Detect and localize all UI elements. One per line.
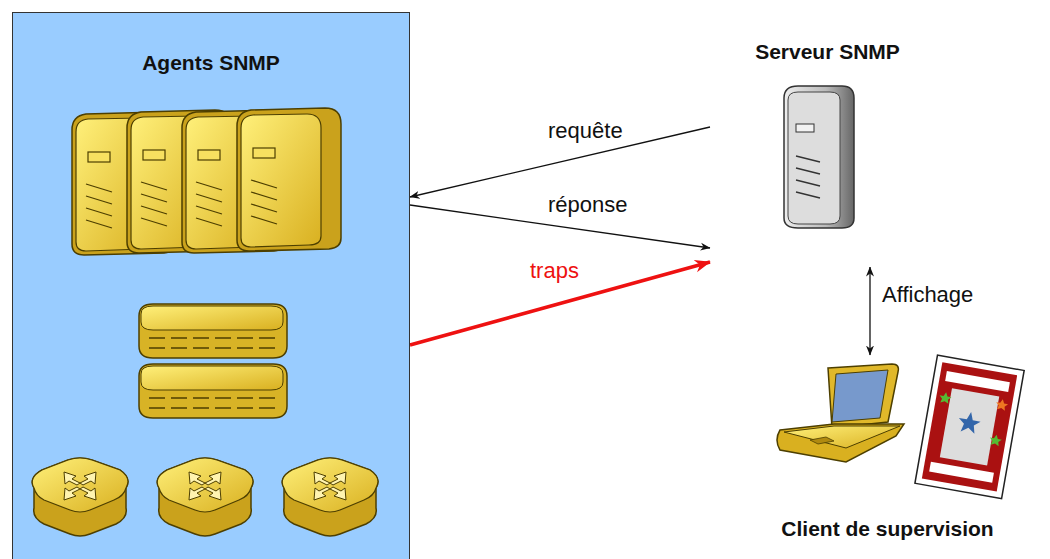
client-node: Client de supervision bbox=[730, 355, 1045, 550]
edge-label: Affichage bbox=[880, 282, 975, 308]
edge-label: requête bbox=[546, 118, 625, 144]
server-icon bbox=[784, 86, 854, 228]
arrow-connector bbox=[869, 267, 870, 355]
node-heading: Serveur SNMP bbox=[710, 40, 945, 64]
server-node: Serveur SNMP bbox=[710, 35, 945, 267]
dashboard-picture bbox=[915, 355, 1024, 498]
node-heading: Client de supervision bbox=[730, 517, 1045, 541]
edge-label: traps bbox=[528, 258, 581, 284]
edge-label: réponse bbox=[546, 192, 630, 218]
agents-panel: Agents SNMP bbox=[12, 12, 410, 559]
laptop-icon bbox=[777, 364, 904, 462]
node-heading: Agents SNMP bbox=[13, 51, 409, 75]
